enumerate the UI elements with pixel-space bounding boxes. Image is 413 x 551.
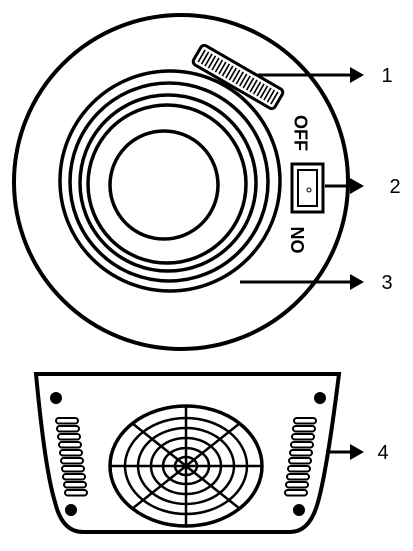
switch-label-on: ON (288, 227, 308, 254)
callout-number: 4 (377, 442, 388, 464)
callout-3: 3 (240, 272, 393, 294)
screw-hole-bottom-left (65, 504, 77, 516)
ring-2 (68, 81, 270, 283)
fan-guard-spokes (110, 406, 262, 526)
callout-2: 2 (325, 176, 401, 198)
callout-number: 3 (381, 272, 392, 294)
screw-hole-top-left (50, 392, 62, 404)
center-opening (108, 129, 220, 241)
screw-hole-top-right (314, 392, 326, 404)
ridged-dial (191, 43, 285, 111)
ring-3 (78, 93, 258, 273)
ring-4 (86, 103, 248, 265)
switch-label-off: OFF (290, 115, 310, 151)
screw-hole-bottom-right (293, 504, 305, 516)
bottom-view (33, 372, 342, 534)
callout-arrowhead (350, 274, 364, 290)
vent-left (55, 417, 88, 497)
callout-arrowhead (350, 444, 364, 460)
callout-arrowhead (350, 178, 364, 194)
top-view: OFF ON (12, 13, 350, 351)
callout-number: 2 (389, 176, 400, 198)
power-switch[interactable] (290, 162, 325, 214)
callout-4: 4 (326, 442, 389, 464)
callout-arrowhead (350, 67, 364, 83)
switch-indicator-dot (306, 187, 312, 193)
callout-number: 1 (381, 65, 392, 87)
vent-right (284, 417, 317, 497)
fan-guard (108, 404, 264, 528)
callout-1: 1 (258, 65, 393, 87)
